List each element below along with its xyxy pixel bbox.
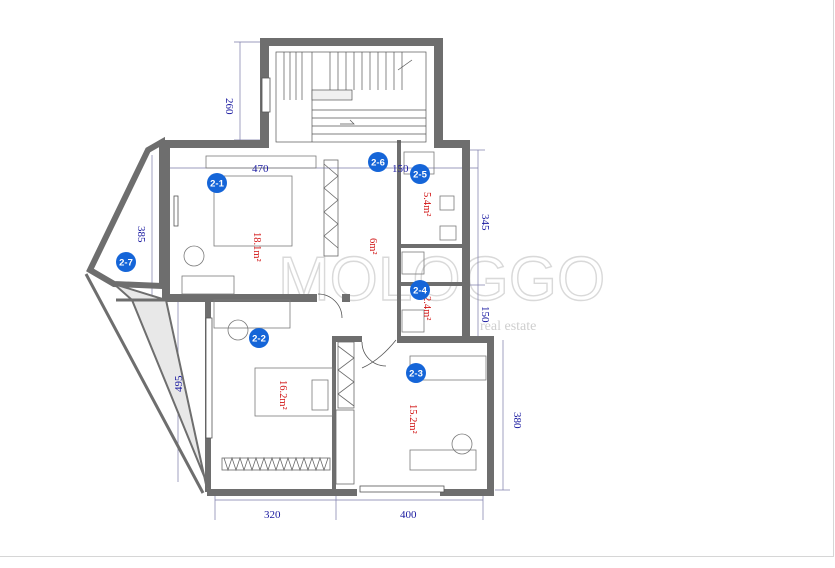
area-2-3: 15.2m²: [407, 404, 418, 434]
dim-385: 385: [135, 226, 147, 243]
dimension-labels: 260 470 150 385 345 150 495 380 320 400: [135, 98, 523, 521]
room-badge-2-2-label: 2-2: [252, 334, 266, 345]
area-2-5: 5.4m²: [421, 192, 432, 216]
room-badge-2-7[interactable]: 2-7: [116, 252, 136, 272]
room-badge-2-6-label: 2-6: [371, 158, 385, 169]
dim-260: 260: [223, 98, 235, 115]
area-2-1: 18.1m²: [251, 232, 262, 262]
room-badge-2-3[interactable]: 2-3: [406, 363, 426, 383]
dim-495: 495: [173, 375, 185, 392]
room-badge-2-1[interactable]: 2-1: [207, 173, 227, 193]
room-badge-2-1-label: 2-1: [210, 179, 224, 190]
doors: [173, 195, 445, 493]
dim-470: 470: [252, 163, 269, 175]
room-badge-2-7-label: 2-7: [119, 258, 133, 269]
room-badge-2-4[interactable]: 2-4: [410, 280, 430, 300]
room-badge-2-6[interactable]: 2-6: [368, 152, 388, 172]
area-2-2: 16.2m²: [277, 380, 288, 410]
area-2-4: 2.4m²: [421, 296, 432, 320]
room-badges: 2-1 2-2 2-3 2-4 2-5 2-6 2-7: [116, 152, 430, 383]
area-2-6: 6m²: [367, 238, 378, 255]
staircase: [275, 51, 427, 143]
furniture: [181, 151, 487, 471]
dim-400: 400: [400, 509, 417, 521]
watermark-sub: real estate: [480, 319, 536, 334]
room-badge-2-2[interactable]: 2-2: [249, 328, 269, 348]
dim-345: 345: [479, 214, 491, 231]
room-badge-2-5-label: 2-5: [413, 170, 427, 181]
room-badge-2-5[interactable]: 2-5: [410, 164, 430, 184]
room-badge-2-3-label: 2-3: [409, 369, 423, 380]
dim-380: 380: [511, 412, 523, 429]
watermark: MOLOGGO real estate: [277, 244, 606, 334]
watermark-brand: MOLOGGO: [278, 245, 605, 314]
dim-320: 320: [264, 509, 281, 521]
dim-150: 150: [479, 306, 491, 323]
stair-window: [261, 77, 271, 113]
dim-150-top: 150: [392, 163, 409, 175]
area-labels: 18.1m² 16.2m² 15.2m² 2.4m² 5.4m² 6m²: [251, 192, 432, 434]
room-badge-2-4-label: 2-4: [413, 286, 427, 297]
wardrobes: [221, 159, 355, 485]
balcony-2-7: [84, 136, 212, 494]
